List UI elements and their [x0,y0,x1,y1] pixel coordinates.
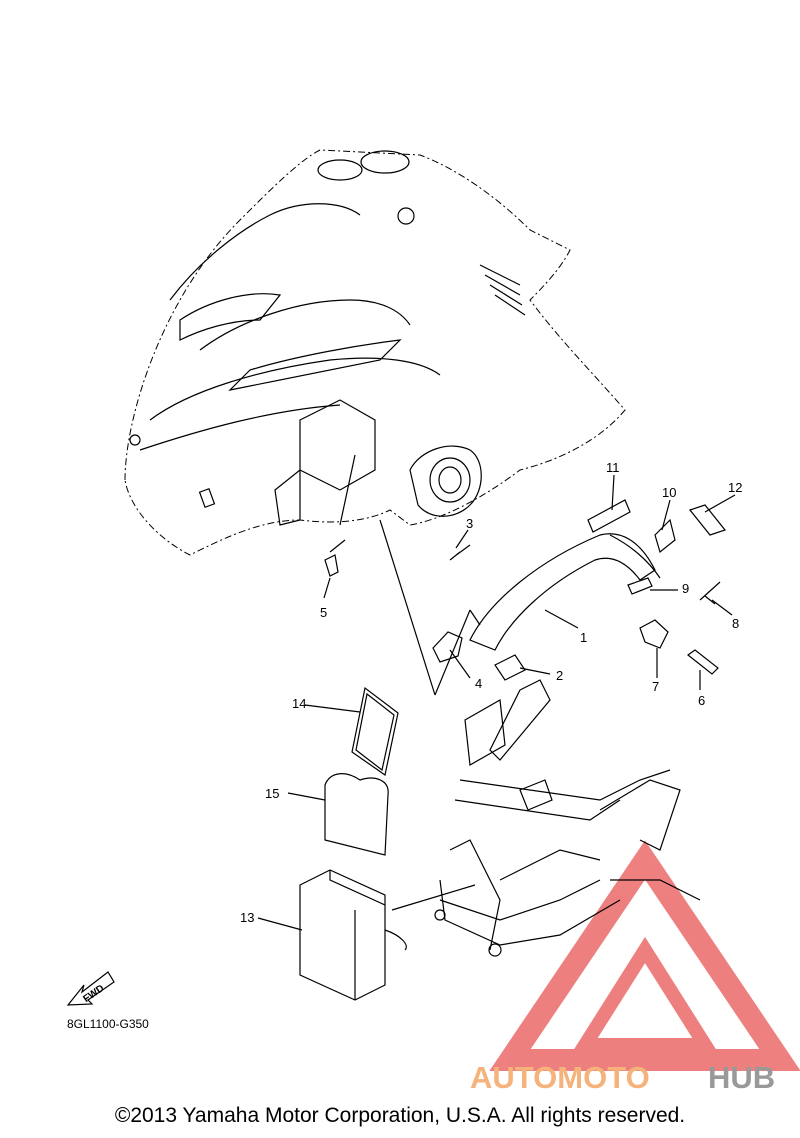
copyright-notice: ©2013 Yamaha Motor Corporation, U.S.A. A… [114,1104,686,1127]
decal-11 [587,499,631,533]
battery-box-13 [299,869,407,1001]
watermark-part1: AUTOMOTO [470,1060,650,1095]
callout-14: 14 [292,696,306,711]
callout-1: 1 [580,630,587,645]
fuel-tank [124,149,626,556]
callout-11: 11 [606,460,620,475]
watermark-logo [489,840,800,1071]
rivet-3 [449,544,471,561]
bracket-4 [432,631,463,663]
callout-12: 12 [728,480,742,495]
frame [434,679,701,957]
callout-10: 10 [662,485,676,500]
callout-3: 3 [466,516,473,531]
callout-2: 2 [556,668,563,683]
leader-lines [257,454,736,931]
bolt-8 [699,581,721,605]
callout-13: 13 [240,910,254,925]
bracket-7 [639,619,669,649]
callout-labels: 1 2 3 4 5 6 7 8 9 10 11 12 13 14 15 [240,460,742,925]
callout-5: 5 [320,605,327,620]
callout-15: 15 [265,786,279,801]
pad-9 [627,577,653,595]
clip-5 [324,539,346,577]
fwd-arrow-icon: FWD [66,971,115,1006]
callout-7: 7 [652,679,659,694]
watermark-part2: HUB [708,1060,775,1095]
decal-10 [654,518,676,554]
strap-6 [687,649,719,675]
callout-6: 6 [698,693,705,708]
decal-12 [688,504,727,536]
rear-fender [469,533,661,651]
plate-2 [494,654,526,681]
callout-4: 4 [475,676,482,691]
plate-14 [351,686,399,777]
callout-9: 9 [682,581,689,596]
diagram-code: 8GL1100-G350 [67,1017,149,1031]
callout-8: 8 [732,616,739,631]
cover-15 [324,773,389,856]
watermark-text: AUTOMOTO HUB [470,1060,775,1095]
